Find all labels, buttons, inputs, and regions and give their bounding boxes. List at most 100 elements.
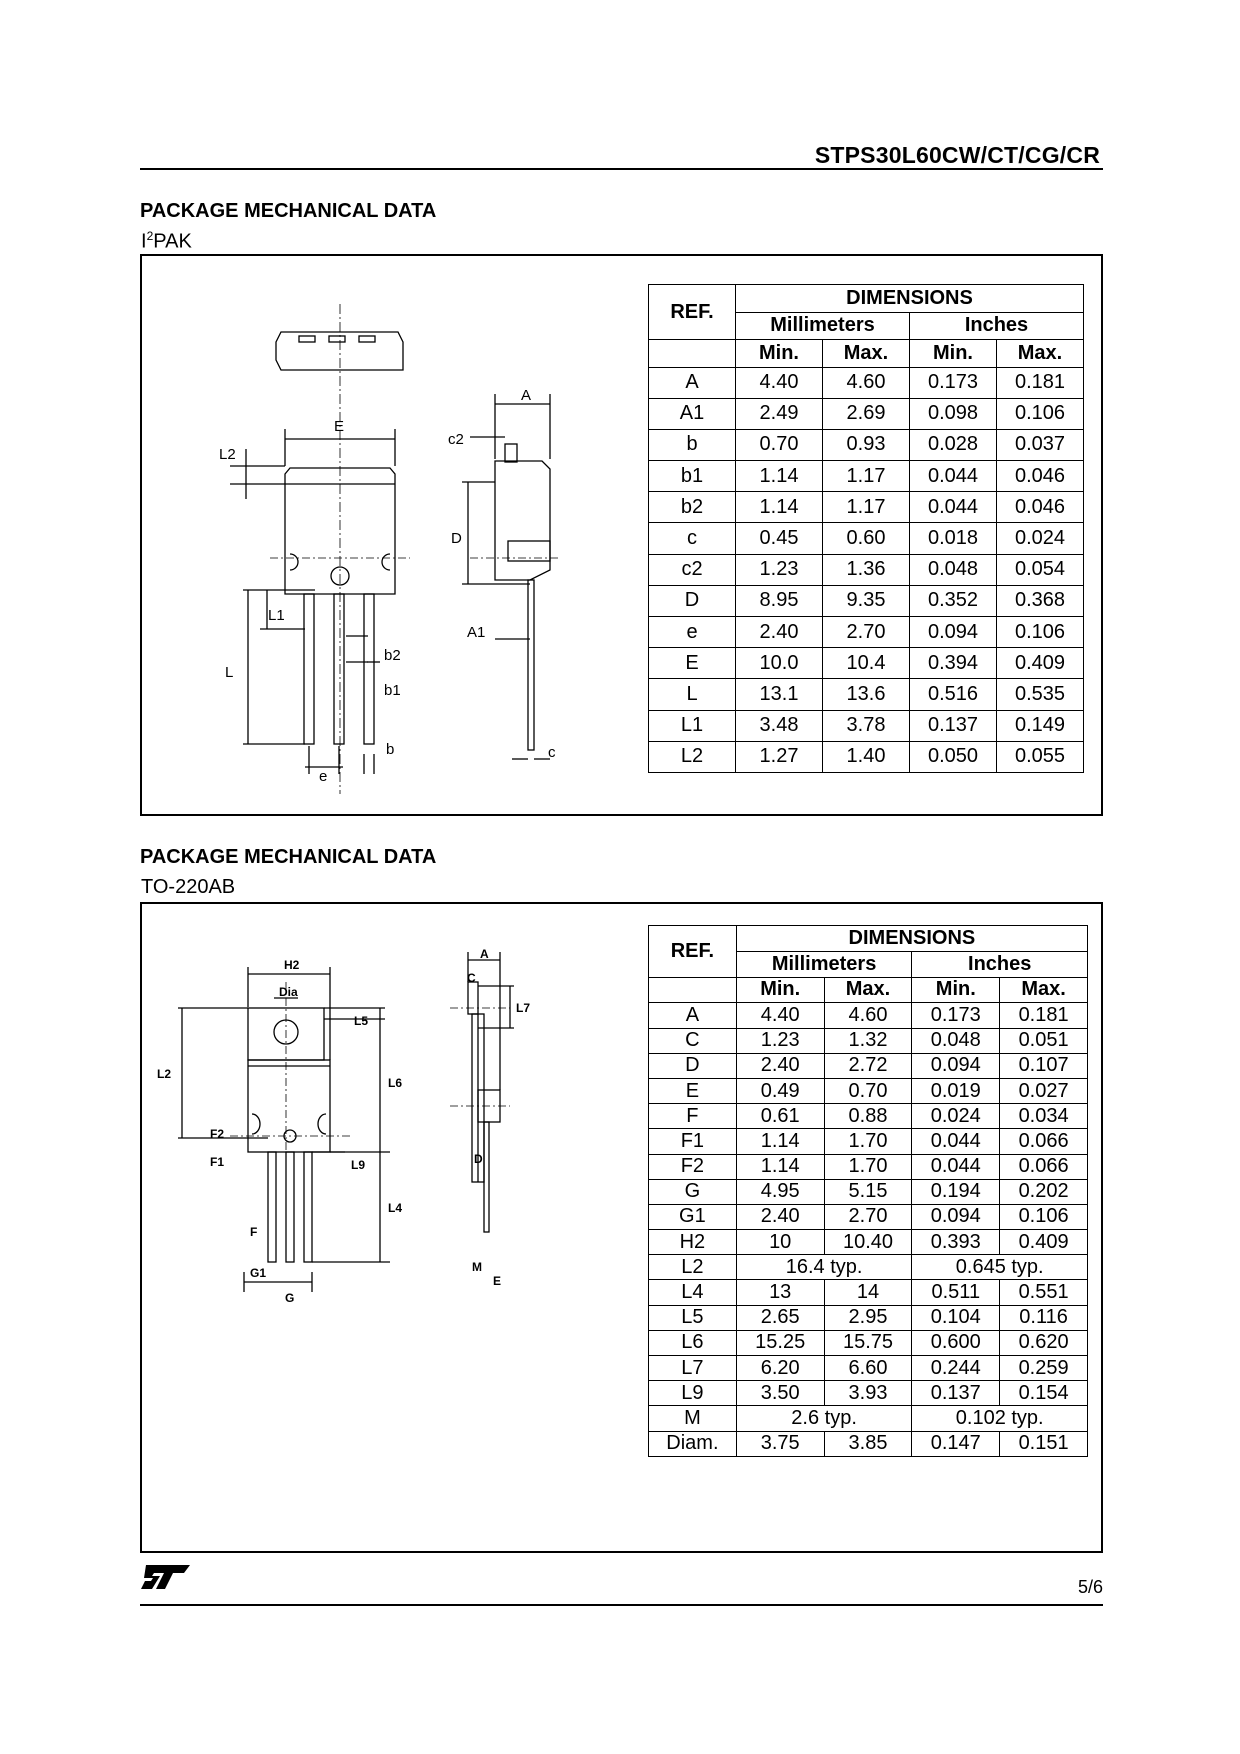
cell-mm-max: 2.95: [823, 1304, 913, 1331]
cell-in-max: 0.149: [996, 709, 1084, 742]
cell-in-min: 0.048: [909, 553, 997, 586]
cell-mm-min: 6.20: [735, 1355, 825, 1382]
cell-in-min: 0.044: [909, 460, 997, 493]
dim-label-F1: F1: [210, 1155, 224, 1169]
cell-in-min: 0.094: [911, 1052, 1001, 1079]
cell-mm-max: 1.40: [822, 740, 910, 773]
dim-label-L: L: [225, 664, 233, 681]
cell-in-min: 0.104: [911, 1304, 1001, 1331]
cell-ref: L9: [648, 1380, 737, 1407]
cell-mm-min: 8.95: [735, 584, 823, 618]
cell-ref: G1: [648, 1203, 737, 1231]
cell-mm-max: 0.88: [823, 1103, 913, 1130]
cell-mm-max: 13.6: [822, 678, 910, 711]
cell-ref: L2: [648, 1254, 737, 1281]
cell-ref: e: [648, 615, 736, 649]
i2pak-drawing: E L2 L1 L b2 b1 b e A c2 D A1 c: [219, 304, 560, 794]
header-row-minmax: Min.Max.Min.Max.: [648, 339, 1084, 368]
cell-ref: L7: [648, 1355, 737, 1382]
cell-mm-min: 3.48: [735, 709, 823, 742]
cell-mm-max: 1.17: [822, 491, 910, 524]
dim-label-L2: L2: [157, 1067, 171, 1081]
header-row-minmax: Min.Max.Min.Max.: [648, 976, 1088, 1004]
cell-mm-max: 1.70: [823, 1153, 913, 1180]
dim-label-G: G: [285, 1291, 294, 1305]
section-title-i2pak: PACKAGE MECHANICAL DATA: [140, 200, 437, 222]
cell-in-min: 0.050: [909, 740, 997, 773]
dim-label-L2: L2: [219, 446, 236, 463]
in-min-header: Min.: [911, 976, 1001, 1004]
cell-mm-max: 1.36: [822, 553, 910, 586]
blank-header: [648, 339, 736, 368]
cell-in-min: 0.019: [911, 1077, 1001, 1105]
dim-label-L9: L9: [351, 1158, 365, 1172]
dim-label-A: A: [521, 387, 531, 404]
cell-in-min: 0.147: [911, 1430, 1001, 1457]
package-superscript: 2: [146, 229, 154, 243]
cell-ref: C: [648, 1027, 737, 1054]
dim-label-F2: F2: [210, 1127, 224, 1141]
cell-in-min: 0.352: [909, 584, 997, 618]
cell-in-min: 0.094: [911, 1203, 1001, 1231]
cell-mm-min: 4.95: [735, 1178, 825, 1205]
in-min-header: Min.: [909, 339, 997, 368]
cell-in-max: 0.034: [999, 1103, 1088, 1130]
cell-mm-min: 2.49: [735, 397, 823, 430]
cell-in-max: 0.037: [996, 428, 1084, 462]
cell-mm-min: 4.40: [735, 366, 823, 399]
cell-ref: A: [648, 1002, 737, 1029]
dim-label-L5: L5: [354, 1014, 368, 1028]
cell-mm-max: 1.70: [823, 1128, 913, 1155]
cell-ref: E: [648, 647, 736, 680]
cell-in-min: 0.094: [909, 615, 997, 649]
dim-label-D: D: [451, 530, 462, 547]
cell-in-max: 0.620: [999, 1329, 1088, 1357]
package-name-to220ab: TO-220AB: [141, 876, 236, 898]
dim-label-G1: G1: [250, 1266, 266, 1280]
cell-mm-min: 2.65: [735, 1304, 825, 1331]
cell-in-min: 0.137: [911, 1380, 1001, 1407]
cell-in-min: 0.393: [911, 1229, 1001, 1256]
cell-mm-max: 0.93: [822, 428, 910, 462]
cell-ref: E: [648, 1077, 737, 1105]
cell-in-min: 0.600: [911, 1329, 1001, 1357]
cell-mm-max: 2.70: [822, 615, 910, 649]
cell-mm-min: 0.70: [735, 428, 823, 462]
cell-ref: L5: [648, 1304, 737, 1331]
package-suffix: PAK: [153, 230, 192, 253]
cell-ref: c2: [648, 553, 736, 586]
dim-label-F: F: [250, 1225, 257, 1239]
cell-mm-min: 0.45: [735, 522, 823, 555]
cell-in-max: 0.202: [999, 1178, 1088, 1205]
cell-mm-max: 10.40: [823, 1229, 913, 1256]
cell-mm-min: 1.14: [735, 460, 823, 493]
cell-ref: F2: [648, 1153, 737, 1180]
cell-in-min: 0.044: [911, 1153, 1001, 1180]
cell-in-max: 0.116: [999, 1304, 1088, 1331]
cell-ref: c: [648, 522, 736, 555]
cell-ref: G: [648, 1178, 737, 1205]
cell-ref: F: [648, 1103, 737, 1130]
dim-label-b2: b2: [384, 647, 401, 664]
cell-mm-typ: 16.4 typ.: [735, 1254, 913, 1281]
dim-label-E: E: [334, 418, 344, 435]
